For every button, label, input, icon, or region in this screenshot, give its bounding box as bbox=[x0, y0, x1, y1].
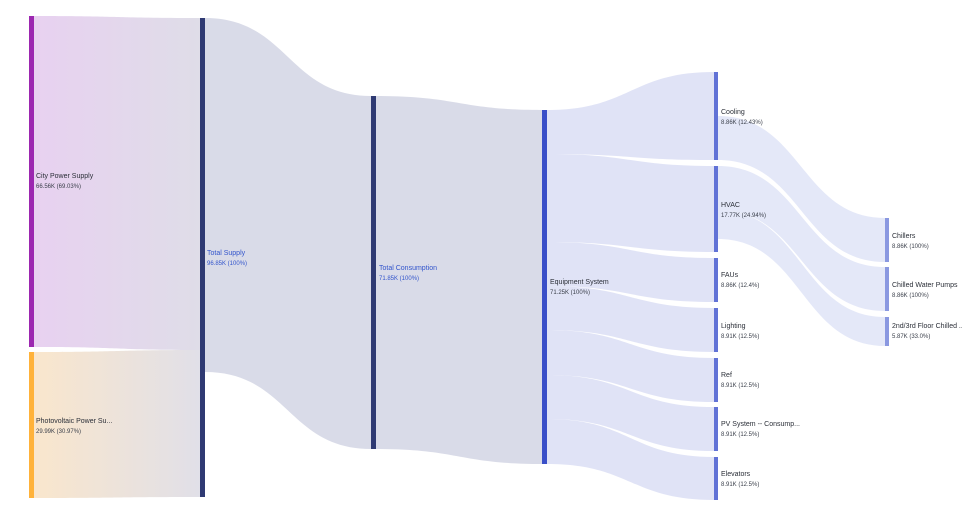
node-label-faus: FAUs 8.86K (12.4%) bbox=[721, 270, 759, 292]
node-lighting[interactable] bbox=[714, 308, 718, 352]
node-label-chillers: Chillers 8.86K (100%) bbox=[892, 231, 929, 253]
node-value: 71.85K (100%) bbox=[379, 276, 420, 282]
link-pv_supply-to-total_supply[interactable] bbox=[34, 350, 200, 498]
node-cwp[interactable] bbox=[885, 267, 889, 311]
node-name: HVAC bbox=[721, 202, 740, 209]
node-value: 8.91K (12.5%) bbox=[721, 432, 760, 438]
node-elevators[interactable] bbox=[714, 457, 718, 500]
node-total_cons[interactable] bbox=[371, 96, 376, 449]
node-chillers[interactable] bbox=[885, 218, 889, 262]
node-equipment[interactable] bbox=[542, 110, 547, 464]
node-label-cooling: Cooling 8.86K (12.43%) bbox=[721, 107, 763, 129]
node-hvac[interactable] bbox=[714, 166, 718, 252]
node-name: Chilled Water Pumps bbox=[892, 282, 958, 289]
node-label-pv_supply: Photovoltaic Power Su... 29.99K (30.97%) bbox=[36, 416, 112, 438]
link-hvac-to-floor23[interactable] bbox=[718, 210, 885, 346]
node-cooling[interactable] bbox=[714, 72, 718, 160]
node-label-city: City Power Supply 66.56K (69.03%) bbox=[36, 171, 93, 193]
link-cooling-to-chillers[interactable] bbox=[718, 116, 885, 262]
node-label-lighting: Lighting 8.91K (12.5%) bbox=[721, 321, 759, 343]
node-name: PV System -- Consump... bbox=[721, 421, 800, 428]
link-equipment-to-faus[interactable] bbox=[547, 242, 714, 302]
node-name: City Power Supply bbox=[36, 173, 94, 180]
node-value: 8.91K (12.5%) bbox=[721, 383, 760, 389]
node-value: 8.86K (12.4%) bbox=[721, 283, 760, 289]
node-floor23[interactable] bbox=[885, 317, 889, 346]
node-value: 8.91K (12.5%) bbox=[721, 482, 760, 488]
node-value: 8.86K (100%) bbox=[892, 244, 929, 250]
node-value: 8.86K (12.43%) bbox=[721, 120, 763, 126]
node-name: Elevators bbox=[721, 471, 751, 478]
link-city-to-total_supply[interactable] bbox=[34, 16, 200, 350]
node-value: 96.85K (100%) bbox=[207, 261, 248, 267]
node-name: Lighting bbox=[721, 323, 746, 330]
node-value: 5.87K (33.0%) bbox=[892, 334, 931, 340]
link-hvac-to-cwp[interactable] bbox=[718, 166, 885, 311]
node-value: 71.25K (100%) bbox=[550, 290, 591, 296]
node-faus[interactable] bbox=[714, 258, 718, 302]
node-name: Total Supply bbox=[207, 250, 246, 257]
link-equipment-to-ref[interactable] bbox=[547, 330, 714, 402]
node-name: Ref bbox=[721, 372, 732, 379]
node-label-cwp: Chilled Water Pumps 8.86K (100%) bbox=[892, 280, 958, 302]
node-label-pv_cons: PV System -- Consump... 8.91K (12.5%) bbox=[721, 419, 800, 441]
node-total_supply[interactable] bbox=[200, 18, 205, 497]
link-equipment-to-lighting[interactable] bbox=[547, 286, 714, 352]
node-label-floor23: 2nd/3rd Floor Chilled ... 5.87K (33.0%) bbox=[892, 321, 962, 343]
node-name: Cooling bbox=[721, 109, 745, 116]
link-equipment-to-hvac[interactable] bbox=[547, 154, 714, 252]
node-name: Photovoltaic Power Su... bbox=[36, 418, 113, 425]
node-label-equipment: Equipment System 71.25K (100%) bbox=[550, 277, 609, 299]
link-equipment-to-elevators[interactable] bbox=[547, 419, 714, 500]
link-equipment-to-pv_cons[interactable] bbox=[547, 375, 714, 451]
node-ref[interactable] bbox=[714, 358, 718, 402]
link-total_supply-to-total_cons[interactable] bbox=[205, 18, 371, 449]
node-value: 8.91K (12.5%) bbox=[721, 334, 760, 340]
node-name: Chillers bbox=[892, 233, 916, 240]
node-label-hvac: HVAC 17.77K (24.94%) bbox=[721, 200, 766, 222]
node-label-elevators: Elevators 8.91K (12.5%) bbox=[721, 469, 759, 491]
node-name: Equipment System bbox=[550, 279, 609, 286]
link-total_cons-to-equipment[interactable] bbox=[376, 96, 542, 464]
node-city[interactable] bbox=[29, 16, 34, 347]
node-label-total_cons: Total Consumption 71.85K (100%) bbox=[379, 263, 437, 285]
node-value: 66.56K (69.03%) bbox=[36, 184, 82, 190]
node-label-ref: Ref 8.91K (12.5%) bbox=[721, 370, 759, 392]
node-pv_cons[interactable] bbox=[714, 407, 718, 451]
node-name: 2nd/3rd Floor Chilled ... bbox=[892, 323, 962, 330]
node-label-total_supply: Total Supply 96.85K (100%) bbox=[207, 248, 247, 270]
node-pv_supply[interactable] bbox=[29, 352, 34, 498]
node-value: 29.99K (30.97%) bbox=[36, 429, 82, 435]
link-equipment-to-cooling[interactable] bbox=[547, 72, 714, 160]
node-name: FAUs bbox=[721, 272, 739, 279]
node-name: Total Consumption bbox=[379, 265, 437, 272]
node-value: 17.77K (24.94%) bbox=[721, 213, 767, 219]
node-value: 8.86K (100%) bbox=[892, 293, 929, 299]
